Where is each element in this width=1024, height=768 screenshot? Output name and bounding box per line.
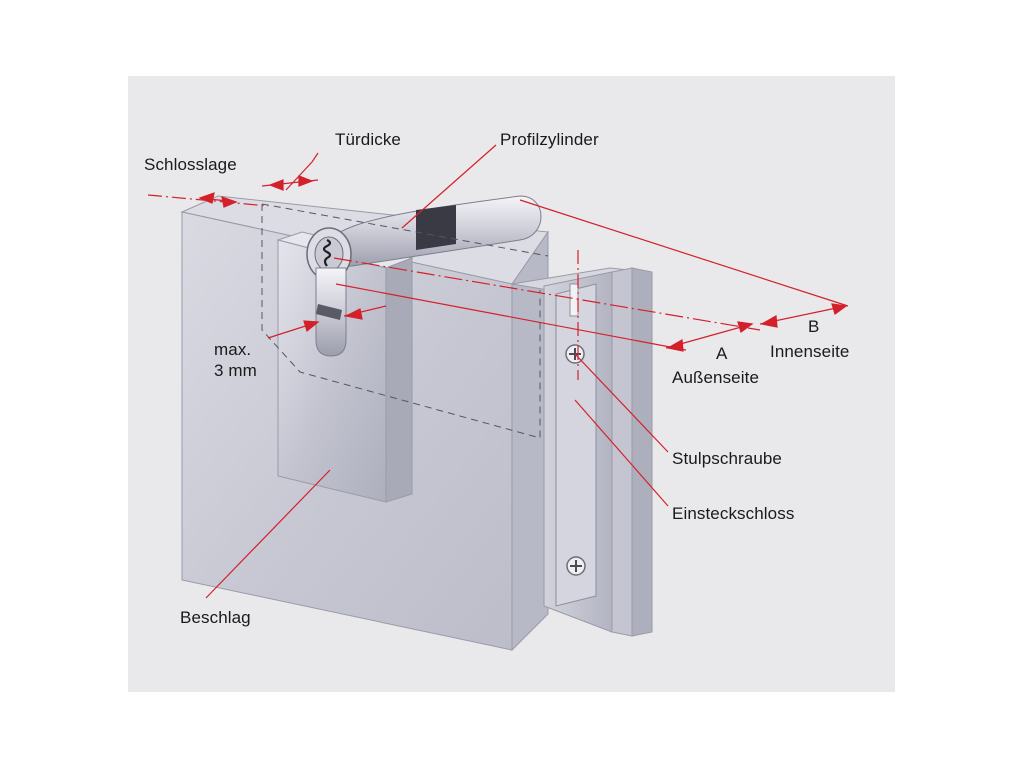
- cylinder-logo: [316, 304, 342, 320]
- latch-slot: [569, 283, 579, 317]
- dimension-lines: [147, 144, 849, 599]
- faceplate-screw-bottom: [566, 556, 586, 576]
- profile-cylinder: [306, 195, 542, 357]
- cylinder-dark-band: [416, 205, 456, 250]
- label-einsteckschloss: Einsteckschloss: [672, 504, 795, 523]
- door-edge-face: [511, 230, 549, 652]
- faceplate: [555, 283, 597, 607]
- label-3mm: 3 mm: [214, 361, 257, 380]
- label-profilzylinder: Profilzylinder: [500, 130, 599, 149]
- frame-strip-outer: [631, 267, 653, 637]
- label-tuerdicke: Türdicke: [335, 130, 401, 149]
- keyway: [322, 239, 332, 267]
- label-stulpschraube: Stulpschraube: [672, 449, 782, 468]
- hidden-edges: [261, 203, 549, 439]
- label-a: A: [716, 344, 728, 363]
- label-beschlag: Beschlag: [180, 608, 251, 627]
- label-schlosslage: Schlosslage: [144, 155, 237, 174]
- label-innenseite: Innenseite: [770, 342, 850, 361]
- frame-strip-side: [611, 267, 633, 637]
- label-max: max.: [214, 340, 252, 359]
- fitting-plate-side: [385, 257, 413, 503]
- label-b: B: [808, 317, 820, 336]
- label-aussenseite: Außenseite: [672, 368, 759, 387]
